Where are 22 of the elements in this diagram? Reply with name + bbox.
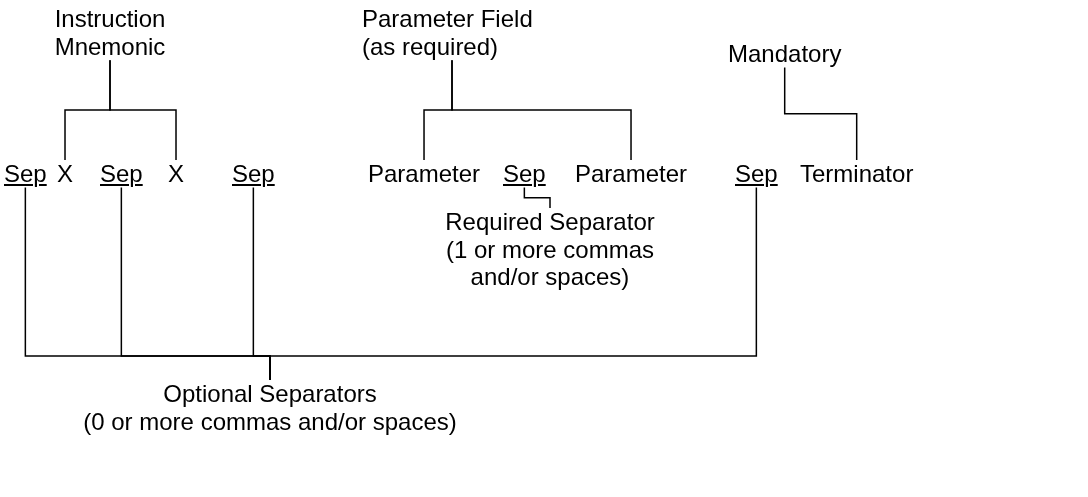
- node-label: Instruction Mnemonic: [53, 5, 167, 61]
- syntax-label: Parameter Field (as required): [362, 5, 534, 61]
- annotation-text: Required Separator: [444, 208, 656, 236]
- syntax-label: X: [168, 160, 184, 188]
- syntax-label: Sep: [503, 160, 546, 188]
- syntax-label: Sep: [232, 160, 275, 188]
- bracket-line: [783, 66, 858, 161]
- syntax-label: Mandatory: [728, 40, 842, 68]
- annotation-text: Optional Separators: [162, 380, 378, 408]
- annotation-text: (1 or more commas and/or spaces): [444, 235, 655, 291]
- syntax-label: Parameter: [575, 160, 688, 188]
- syntax-label: X: [57, 160, 73, 188]
- syntax-label: Sep: [735, 160, 778, 188]
- bracket-line: [451, 59, 632, 161]
- syntax-label: Parameter: [368, 160, 481, 188]
- annotation-text: (0 or more commas and/or spaces): [82, 407, 458, 436]
- bracket-line: [269, 186, 758, 381]
- syntax-label: Terminator: [800, 160, 914, 188]
- syntax-label: Sep: [4, 160, 47, 188]
- bracket-line: [109, 59, 177, 161]
- syntax-label: Sep: [100, 160, 143, 188]
- bracket-line: [523, 186, 551, 209]
